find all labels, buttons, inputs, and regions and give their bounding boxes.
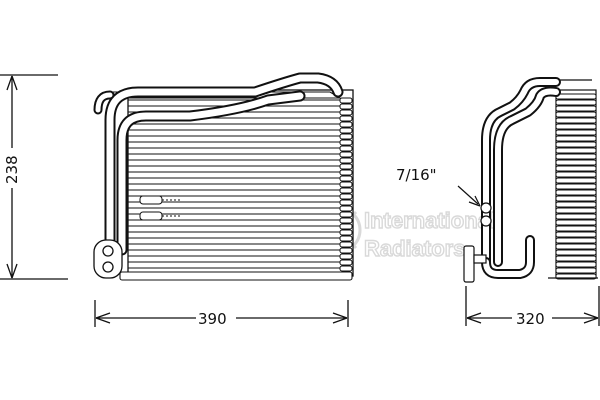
front-tube-end: [339, 163, 353, 170]
side-width-label: 320: [516, 310, 545, 328]
side-tube: [555, 189, 597, 196]
height-label-bg: [2, 148, 22, 188]
front-tube-end: [339, 253, 353, 260]
front-tube-end: [339, 241, 353, 248]
watermark: International Radiators: [314, 206, 497, 262]
side-tube: [555, 93, 597, 100]
front-expansion-valve: [139, 195, 180, 221]
front-width-label-bg: [196, 308, 236, 328]
front-tube-end: [339, 247, 353, 254]
side-tube: [555, 261, 597, 268]
side-tube: [555, 237, 597, 244]
side-tube: [555, 213, 597, 220]
side-tube: [555, 195, 597, 202]
front-tube-end: [339, 187, 353, 194]
side-tube: [555, 171, 597, 178]
front-tube-end: [339, 229, 353, 236]
side-tube: [555, 177, 597, 184]
side-tube: [555, 99, 597, 106]
side-tube: [555, 231, 597, 238]
side-tube: [555, 141, 597, 148]
side-tube: [555, 243, 597, 250]
side-tube: [555, 135, 597, 142]
front-flange: [93, 239, 123, 279]
side-tube: [555, 201, 597, 208]
front-tube-end: [339, 133, 353, 140]
front-tube-end: [339, 265, 353, 272]
front-tube-end: [339, 103, 353, 110]
front-evaporator: [93, 72, 354, 281]
front-tube-end: [339, 169, 353, 176]
watermark-line1: International: [364, 208, 496, 233]
side-tube: [555, 267, 597, 274]
side-tube: [555, 111, 597, 118]
side-tube: [555, 147, 597, 154]
side-tube: [555, 123, 597, 130]
watermark-line2: Radiators: [364, 236, 465, 261]
front-tube-end: [339, 151, 353, 158]
front-tube-end: [339, 157, 353, 164]
side-fins: [555, 93, 597, 280]
side-tube: [555, 207, 597, 214]
front-tube-end: [339, 193, 353, 200]
side-tube: [555, 153, 597, 160]
fitting-size-label: 7/16": [396, 166, 437, 184]
side-tube: [555, 165, 597, 172]
front-tube-end: [339, 121, 353, 128]
front-tube-end: [339, 115, 353, 122]
front-tube-end: [339, 205, 353, 212]
height-label: 238: [3, 155, 21, 184]
side-tube: [555, 129, 597, 136]
front-tube-end: [339, 97, 353, 104]
front-tube-end: [339, 109, 353, 116]
front-tube-end: [339, 235, 353, 242]
side-tube: [555, 117, 597, 124]
front-tube-end: [339, 175, 353, 182]
fitting-leader: [457, 185, 481, 207]
side-width-label-bg: [512, 308, 552, 328]
side-tube: [555, 183, 597, 190]
front-pipes: [93, 72, 344, 256]
side-tube: [555, 219, 597, 226]
front-tube-end: [339, 223, 353, 230]
side-tube: [555, 105, 597, 112]
front-width-label: 390: [198, 310, 227, 328]
front-tube-end: [339, 259, 353, 266]
front-tube-end: [339, 211, 353, 218]
side-tube: [555, 225, 597, 232]
front-tube-end: [339, 127, 353, 134]
front-tube-end: [339, 217, 353, 224]
front-tube-end: [339, 145, 353, 152]
front-bottom-tank: [119, 271, 353, 281]
side-tube: [555, 159, 597, 166]
front-tube-end: [339, 181, 353, 188]
front-tube-end: [339, 199, 353, 206]
side-evaporator: [463, 77, 598, 283]
side-fitting: [463, 202, 492, 283]
side-tube: [555, 255, 597, 262]
front-tube-end: [339, 139, 353, 146]
side-pipes: [481, 77, 561, 279]
side-tube: [555, 249, 597, 256]
front-end-caps: [339, 97, 353, 272]
